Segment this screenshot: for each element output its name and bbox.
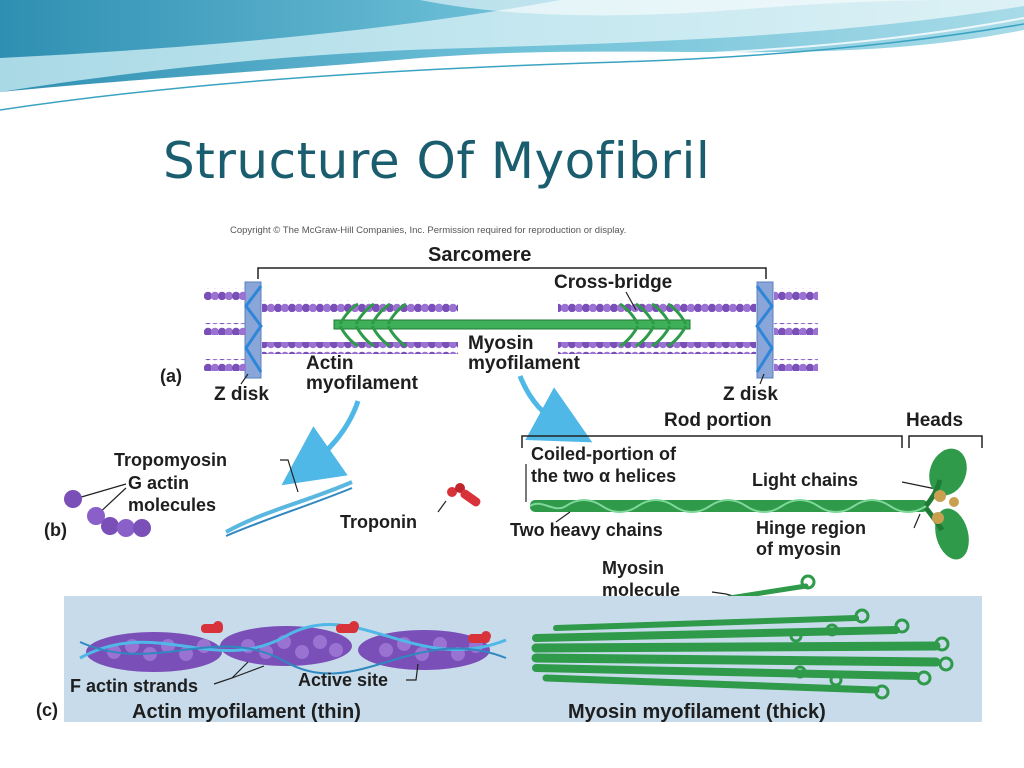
z-disk-left-label: Z disk: [214, 384, 269, 405]
actin-label-line1: Actin: [306, 353, 354, 374]
actin-thin-label: Actin myofilament (thin): [132, 701, 361, 723]
g-actin-molecules: [64, 490, 151, 537]
two-heavy-chains-label: Two heavy chains: [510, 520, 663, 540]
actin-label-line2: myofilament: [306, 373, 419, 394]
myosin-thick-filament: [531, 608, 954, 700]
light-chains-label: Light chains: [752, 470, 858, 490]
tropomyosin-strand: [225, 480, 353, 537]
arrow-to-actin: [281, 400, 361, 486]
myosin-heads: [924, 448, 969, 560]
panel-a-letter: (a): [160, 366, 182, 386]
f-actin-filament: [79, 621, 507, 675]
hinge-region-label-line1: Hinge region: [756, 518, 866, 538]
myosin-molecule-label-line1: Myosin: [602, 558, 664, 578]
troponin-complex: [447, 483, 481, 507]
panel-b-letter: (b): [44, 520, 67, 540]
coiled-portion-label-line1: Coiled-portion of: [531, 444, 677, 464]
tropomyosin-label: Tropomyosin: [114, 450, 227, 470]
sarcomere-label: Sarcomere: [428, 244, 531, 266]
rod-portion-bracket: [521, 435, 903, 448]
active-site-label: Active site: [298, 670, 388, 690]
myosin-label-line1: Myosin: [468, 333, 533, 354]
cross-bridge-label: Cross-bridge: [554, 272, 672, 293]
arrow-to-myosin: [517, 375, 593, 443]
myosin-label-line2: myofilament: [468, 353, 581, 374]
coiled-portion-label-line2: the two α helices: [531, 466, 676, 486]
z-disk-right-label: Z disk: [723, 384, 778, 405]
myosin-rod: [529, 499, 928, 513]
myofibril-figure: Copyright © The McGraw-Hill Companies, I…: [36, 206, 990, 768]
myosin-filament-panel-a: [333, 302, 691, 348]
g-actin-label-line2: molecules: [128, 495, 216, 515]
heads-bracket: [908, 435, 983, 448]
header-wave-decoration: [0, 0, 1024, 111]
g-actin-label-line1: G actin: [128, 473, 189, 493]
rod-portion-label: Rod portion: [664, 410, 772, 431]
actin-filaments-panel-a: [204, 288, 818, 371]
panel-c-letter: (c): [36, 700, 58, 720]
f-actin-strands-label: F actin strands: [70, 676, 198, 696]
panel-a: Sarcomere: [160, 244, 818, 486]
myofibril-diagram: Copyright © The McGraw-Hill Companies, I…: [36, 225, 983, 723]
slide-title: Structure Of Myofibril: [163, 132, 711, 190]
sarcomere-bracket: [257, 267, 767, 279]
troponin-label: Troponin: [340, 512, 417, 532]
panel-b: Tropomyosin G actin molecules (b) Tropon…: [44, 410, 983, 621]
heads-label: Heads: [906, 410, 963, 431]
panel-c: F actin strands Active site (c) Actin my…: [36, 596, 982, 723]
hinge-region-label-line2: of myosin: [756, 539, 841, 559]
myosin-thick-label: Myosin myofilament (thick): [568, 701, 826, 723]
myosin-molecule-label-line2: molecule: [602, 580, 680, 600]
copyright-notice: Copyright © The McGraw-Hill Companies, I…: [230, 225, 626, 236]
